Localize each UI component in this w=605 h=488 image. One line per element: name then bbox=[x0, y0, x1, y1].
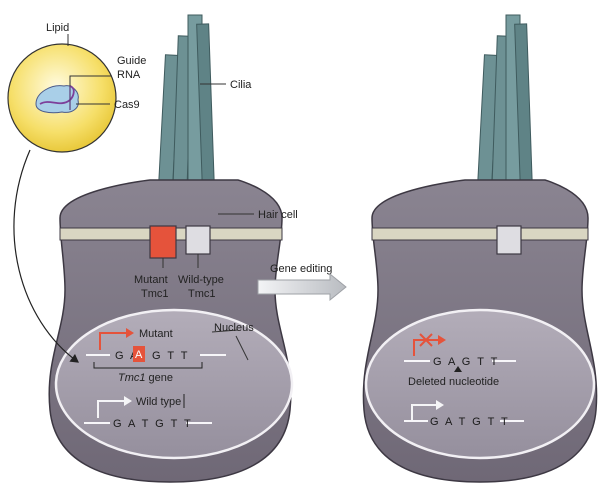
wild-type-seq-right: G A T G T T bbox=[430, 416, 510, 428]
nucleus-leader bbox=[211, 329, 239, 333]
tmc1-gene-suffix: gene bbox=[146, 372, 174, 384]
disabled-mutant-promoter-arrow bbox=[413, 333, 446, 356]
deletion-marker-icon bbox=[454, 366, 462, 372]
wildtype-promoter-arrow-left bbox=[97, 396, 132, 418]
nucleus-label: Nucleus bbox=[214, 322, 254, 334]
deleted-nucleotide-label: Deleted nucleotide bbox=[408, 376, 499, 388]
hair-cell-label: Hair cell bbox=[258, 209, 298, 221]
edited-seq: G A G T T bbox=[433, 356, 499, 368]
guide-rna-label-line1: Guide bbox=[117, 55, 146, 67]
mutant-tmc1-label-line2: Tmc1 bbox=[141, 288, 169, 300]
guide-rna-leader bbox=[69, 75, 112, 86]
right-cilia bbox=[475, 14, 534, 221]
mutant-tmc1-label-line1: Mutant bbox=[134, 274, 168, 286]
lipid-nanoparticle bbox=[7, 43, 117, 153]
tmc1-gene-bracket bbox=[93, 362, 203, 369]
cas9-label: Cas9 bbox=[114, 99, 140, 111]
mutant-seq-before: G A bbox=[115, 350, 139, 362]
wild-type-seq-left: G A T G T T bbox=[113, 418, 193, 430]
left-nucleus bbox=[54, 308, 294, 460]
wildtype-tmc1-label-line1: Wild-type bbox=[178, 274, 224, 286]
cas9-protein-icon bbox=[35, 85, 79, 114]
nucleus-leader-2 bbox=[235, 335, 249, 361]
mutant-base-highlight bbox=[133, 346, 145, 362]
guide-rna-label-line2: RNA bbox=[117, 69, 141, 81]
wildtype-tmc1-channel-left bbox=[185, 225, 211, 255]
lipid-label: Lipid bbox=[46, 22, 69, 34]
wildtype-promoter-arrow-right bbox=[411, 400, 444, 422]
wild-type-label: Wild type bbox=[136, 396, 181, 408]
right-hair-cell bbox=[362, 14, 598, 483]
mutant-tmc1-channel bbox=[149, 225, 177, 259]
mutant-seq-after: G T T bbox=[152, 350, 190, 362]
gene-editing-arrow bbox=[257, 272, 347, 302]
right-membrane-band bbox=[371, 227, 589, 241]
left-hair-cell bbox=[48, 14, 294, 483]
mutant-promoter-arrow bbox=[99, 328, 134, 350]
cilia-label: Cilia bbox=[230, 79, 252, 91]
gene-editing-label: Gene editing bbox=[270, 263, 332, 275]
mutant-label: Mutant bbox=[139, 328, 173, 340]
wildtype-tmc1-label-line2: Tmc1 bbox=[188, 288, 216, 300]
tmc1-gene-italic: Tmc1 bbox=[118, 372, 146, 384]
delivery-arrow bbox=[13, 149, 79, 363]
wildtype-tmc1-channel-right bbox=[496, 225, 522, 255]
tmc1-gene-label: Tmc1 gene bbox=[118, 372, 173, 384]
mutant-base: A bbox=[135, 349, 144, 361]
